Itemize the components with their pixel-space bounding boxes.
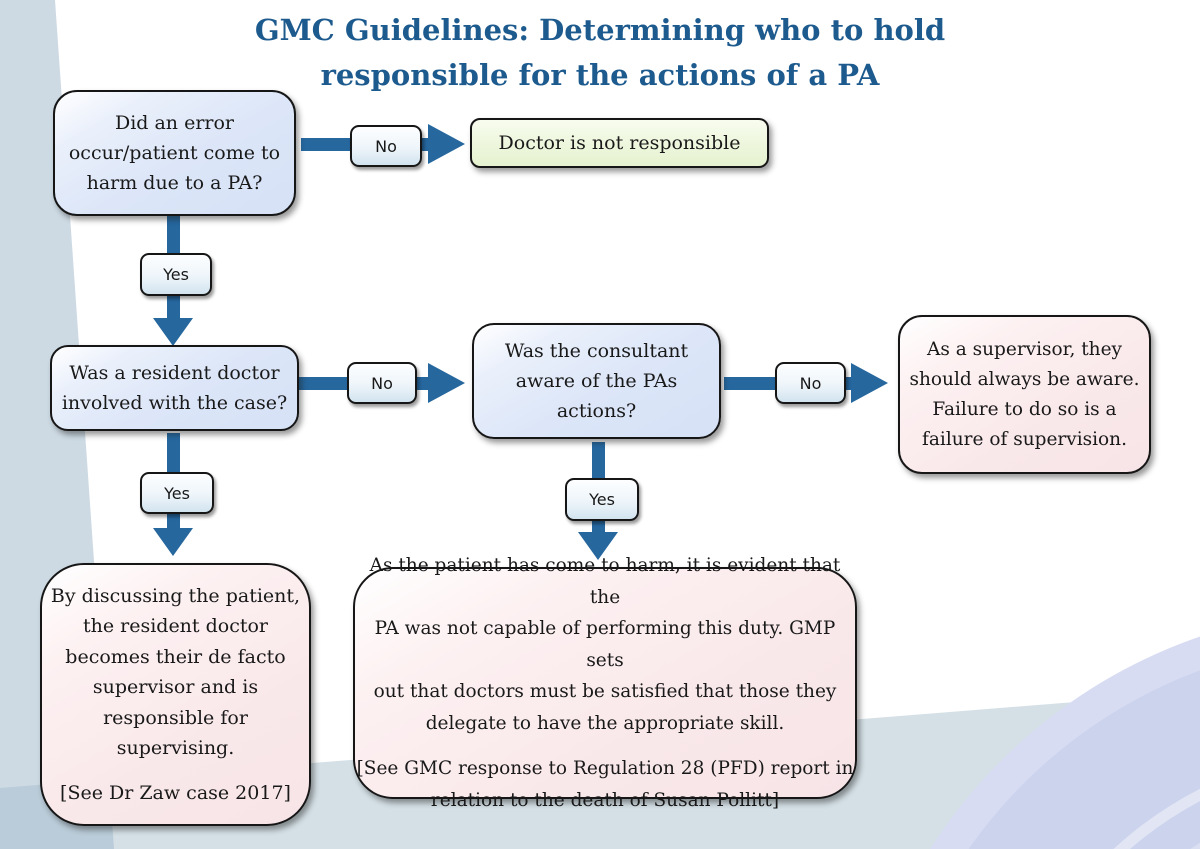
page-title-line1: GMC Guidelines: Determining who to hold (254, 13, 946, 47)
question-node-resident-involved: Was a resident doctor involved with the … (50, 345, 299, 431)
page-title-line2: responsible for the actions of a PA (320, 58, 880, 92)
question-node-error-occurred: Did an error occur/patient come to harm … (53, 90, 296, 216)
edge-label-yes-q2: Yes (140, 472, 214, 514)
question-node-consultant-aware: Was the consultant aware of the PAs acti… (472, 323, 721, 439)
outcome-node-not-responsible: Doctor is not responsible (470, 118, 769, 168)
edge-label-no-q2: No (347, 362, 417, 404)
outcome-consultant-reference: [See GMC response to Regulation 28 (PFD)… (356, 758, 854, 811)
outcome-resident-reference: [See Dr Zaw case 2017] (60, 781, 291, 804)
arrow-q1-yes-head (153, 318, 193, 346)
outcome-consultant-text: As the patient has come to harm, it is e… (369, 555, 841, 734)
outcome-node-resident-defacto-supervisor: By discussing the patient, the resident … (40, 563, 311, 826)
outcome-resident-text: By discussing the patient, the resident … (50, 584, 301, 760)
arrow-q3-yes-head (578, 532, 618, 560)
arrow-q2-no-head (428, 363, 465, 403)
arrow-q3-no-head (851, 363, 888, 403)
edge-label-yes-q1: Yes (140, 253, 212, 296)
arrow-q1-no-head (428, 124, 465, 164)
page-title: GMC Guidelines: Determining who to hold … (150, 8, 1050, 98)
edge-label-yes-q3: Yes (565, 478, 639, 521)
edge-label-no-q3: No (775, 362, 846, 404)
edge-label-no-q1: No (350, 125, 422, 167)
outcome-node-supervision-failure: As a supervisor, they should always be a… (898, 315, 1151, 474)
arrow-q2-yes-head (153, 528, 193, 556)
outcome-node-consultant-delegation: As the patient has come to harm, it is e… (353, 555, 857, 811)
